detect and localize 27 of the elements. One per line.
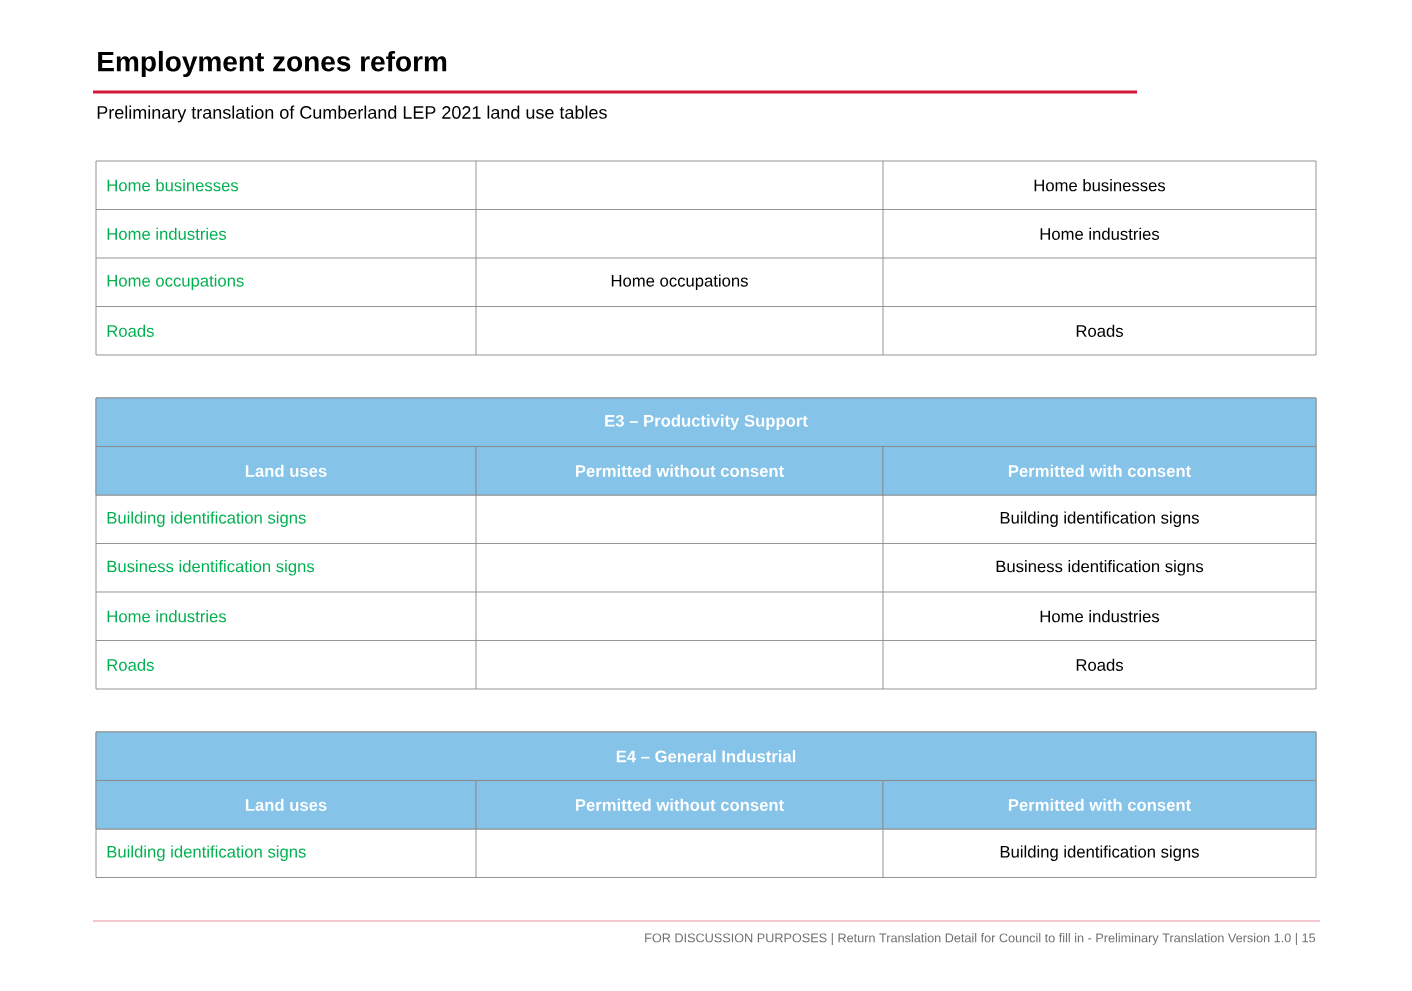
permission-text: Home industries [1040,227,1160,240]
permission-text: Roads [1076,324,1123,337]
permission-text: Home occupations [611,274,748,290]
table-header-cell: Permitted with consent [882,446,1317,496]
land-use-text: Building identification signs [107,511,306,527]
table-header-cell: Permitted without consent [475,780,884,830]
table-header-cell: Permitted without consent [475,446,884,496]
land-use-text: Roads [107,658,154,671]
permission-text: Home businesses [1034,179,1166,192]
land-use-text: Home occupations [107,274,244,290]
table-header-cell: Permitted with consent [882,780,1317,830]
table-header-cell: Land uses [95,446,477,496]
land-use-text: Home industries [107,227,227,240]
page-title: Employment zones reform [98,50,447,78]
land-use-text: Home businesses [107,179,239,192]
permission-text: Roads [1076,658,1123,671]
subtitle: Preliminary translation of Cumberland LEP 2021 land use tables [97,105,607,123]
land-use-text: Business identification signs [107,560,315,576]
permission-text: Home industries [1040,610,1160,623]
land-use-text: Building identification signs [107,845,306,861]
land-use-text: Home industries [107,610,227,623]
footer-text: FOR DISCUSSION PURPOSES | Return Translation Detail for Council to fill in - Preliminary Translation Version 1.0 | 15 [645,933,1316,945]
land-use-text: Roads [107,324,154,337]
permission-text: Building identification signs [1000,511,1199,527]
permission-text: Building identification signs [1000,845,1199,861]
table-header-cell: Land uses [95,780,477,830]
permission-text: Business identification signs [996,560,1204,576]
